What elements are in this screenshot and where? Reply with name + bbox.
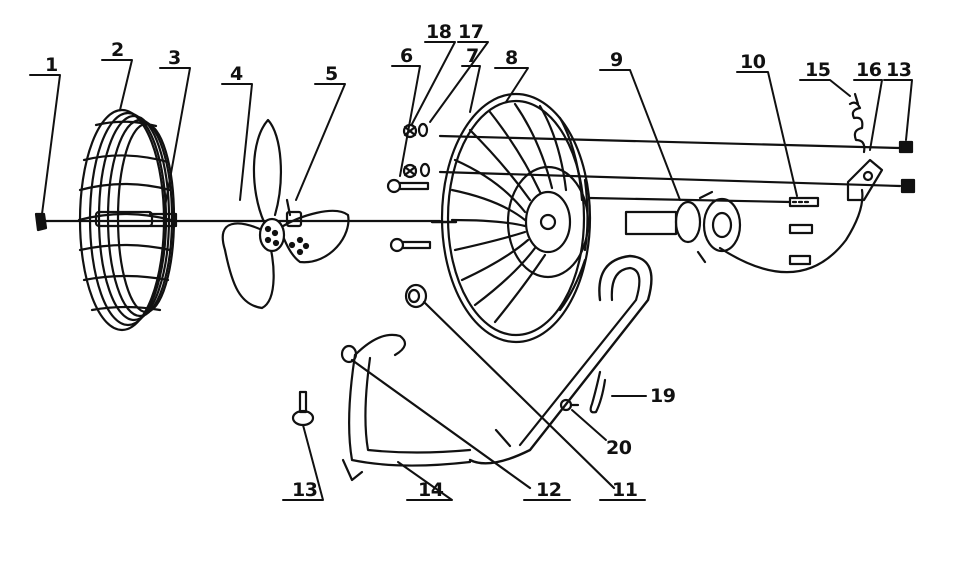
part-washer-17 [417, 122, 431, 178]
label-part-1: 1 [45, 54, 58, 76]
part-fan-blade [221, 118, 350, 310]
part-screw-upper [386, 178, 430, 194]
label-part-11: 11 [612, 479, 638, 501]
label-part-5: 5 [325, 63, 338, 85]
part-screw-13-right [898, 140, 916, 194]
part-screw-lower [389, 237, 432, 253]
part-hook [589, 370, 607, 414]
part-hub-clamp [285, 198, 303, 228]
part-lower-bracket [341, 333, 472, 482]
label-part-20: 20 [606, 437, 632, 459]
part-stand [468, 254, 653, 465]
part-motor-screws [788, 196, 820, 266]
label-part-12: 12 [536, 479, 562, 501]
label-leaders [29, 41, 913, 501]
part-washer-18 [402, 123, 418, 179]
part-spinner [148, 212, 178, 228]
label-part-8: 8 [505, 47, 518, 69]
label-part-4: 4 [230, 63, 243, 85]
part-front-grille [77, 108, 176, 332]
label-part-18: 18 [426, 21, 452, 43]
label-part-19: 19 [650, 385, 676, 407]
part-motor [624, 190, 742, 264]
label-part-16: 16 [856, 59, 882, 81]
part-bolt-13-bottom [291, 390, 315, 427]
part-bushing [404, 283, 616, 490]
label-part-6: 6 [400, 45, 413, 67]
part-switch-box [846, 158, 884, 202]
part-front-nut [34, 212, 48, 232]
label-part-9: 9 [610, 49, 623, 71]
label-part-13-bottom: 13 [292, 479, 318, 501]
label-part-10: 10 [740, 51, 766, 73]
label-part-17: 17 [458, 21, 484, 43]
label-part-2: 2 [111, 39, 124, 61]
part-rear-housing [430, 92, 592, 344]
label-part-15: 15 [805, 59, 831, 81]
part-power-cord [718, 92, 866, 274]
label-part-14: 14 [418, 479, 444, 501]
label-part-13-right: 13 [886, 59, 912, 81]
label-part-3: 3 [168, 47, 181, 69]
part-small-nut [340, 344, 532, 490]
label-part-7: 7 [466, 45, 479, 67]
part-small-screw [559, 398, 580, 412]
